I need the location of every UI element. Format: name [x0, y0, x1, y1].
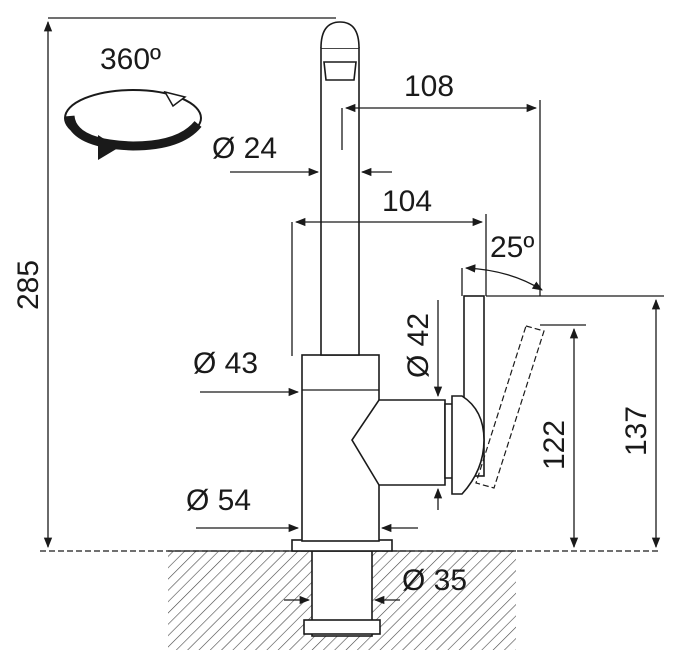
height-total-label: 285	[12, 260, 45, 310]
body-diameter-label: Ø 43	[193, 347, 258, 380]
mounting-shank	[291, 539, 393, 637]
handle-diameter-label: Ø 42	[402, 313, 435, 378]
spout	[320, 21, 360, 356]
lever-angle-label: 25º	[490, 231, 534, 264]
lever-height-dimension	[486, 295, 664, 549]
rotation-arrow-icon	[64, 89, 202, 160]
lever-height-label: 137	[620, 406, 653, 456]
spout-diameter-label: Ø 24	[212, 132, 277, 165]
base-diameter-label: Ø 54	[186, 484, 251, 517]
spout-reach-label: 108	[404, 70, 454, 103]
lever-tilted-dashed	[475, 325, 545, 489]
rotation-label: 360º	[100, 43, 161, 76]
height-total-dimension	[43, 17, 336, 549]
mount-diameter-label: Ø 35	[402, 564, 467, 597]
handle-height-label: 122	[538, 420, 571, 470]
handle-height-dimension	[540, 324, 586, 549]
spout-offset-label: 104	[382, 185, 432, 218]
lever-upright	[451, 295, 485, 495]
spout-reach-dimension	[341, 100, 541, 296]
lever-angle-dimension	[461, 264, 543, 296]
